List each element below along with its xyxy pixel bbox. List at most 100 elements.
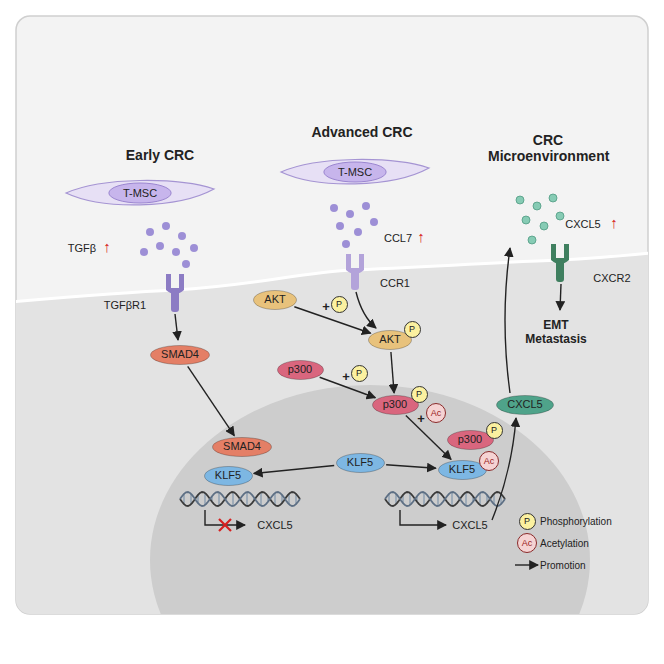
cell-body	[281, 159, 429, 183]
dna-rung	[465, 492, 467, 505]
phosphorylation-mark: P	[331, 296, 348, 313]
protein-oval: CXCL5	[496, 395, 554, 415]
section-title: Early CRC	[126, 147, 194, 163]
node-text: KLF5	[347, 456, 373, 468]
dna-rung	[437, 492, 439, 506]
illustration-part	[516, 196, 524, 204]
dna-rung	[274, 493, 276, 505]
dna-strand	[385, 492, 505, 506]
molecule-label: CXCL5	[452, 519, 487, 531]
edge-label: +	[322, 299, 330, 314]
illustration-part	[356, 292, 376, 328]
legend-text: Acetylation	[540, 538, 589, 549]
tgfb-ligands	[140, 222, 198, 268]
increase-arrow: ↑	[103, 238, 111, 255]
molecule-label: CXCR2	[593, 272, 630, 284]
cell-nucleus	[324, 162, 386, 182]
protein-oval: p300	[277, 360, 324, 380]
molecule-label: CCR1	[380, 277, 410, 289]
molecule-label: TGFβ	[68, 242, 96, 254]
edge-label: +	[417, 411, 425, 426]
illustration-part	[162, 222, 170, 230]
oval	[151, 346, 210, 365]
illustration-part	[528, 236, 536, 244]
illustration-part	[346, 210, 354, 218]
section-title: Advanced CRC	[311, 124, 412, 140]
node-text: AKT	[379, 333, 400, 345]
increase-arrow: ↑	[417, 228, 425, 245]
protein-oval: KLF5	[336, 453, 385, 473]
legend-text: Promotion	[540, 560, 586, 571]
acetylation-mark: Ac	[517, 533, 537, 553]
illustration-part	[549, 194, 557, 202]
arrow-connector	[386, 465, 436, 468]
cxcl5-ligands	[516, 194, 564, 244]
node-text: p300	[458, 433, 482, 445]
dna-rung	[204, 493, 206, 505]
outcome-label: EMT Metastasis	[516, 318, 596, 346]
dna-rung	[409, 493, 411, 505]
node-text: SMAD4	[161, 348, 199, 360]
arrow-connector	[294, 307, 370, 334]
section-title: CRC Microenvironment	[488, 132, 608, 164]
illustration-part	[400, 510, 446, 525]
dna-rung	[479, 493, 481, 505]
node-text: CXCL5	[507, 398, 542, 410]
illustration-part	[556, 260, 564, 282]
phosphorylation-mark: P	[519, 513, 536, 530]
illustration-part	[540, 222, 548, 230]
nucleus	[150, 385, 590, 614]
legend-arrow-sample	[515, 564, 538, 565]
protein-oval: KLF5	[204, 466, 253, 486]
phosphorylation-mark: P	[351, 365, 368, 382]
oval	[213, 438, 272, 457]
dna-strand	[385, 492, 505, 506]
illustration-part	[362, 202, 370, 210]
illustration-part	[172, 248, 180, 256]
acetylation-mark: Ac	[479, 451, 499, 471]
illustration-part	[556, 212, 564, 220]
oval	[497, 396, 554, 415]
dna-helix	[180, 492, 505, 506]
cell-shape: T-MSC	[65, 175, 215, 211]
node-text: KLF5	[215, 469, 241, 481]
illustration-part	[178, 232, 186, 240]
illustration-part	[336, 222, 344, 230]
illustration-part	[505, 248, 510, 393]
ccl7-ligands	[330, 202, 378, 248]
node-text: p300	[288, 363, 312, 375]
pathway-arrows	[175, 248, 561, 565]
block-cross	[219, 519, 231, 531]
node-text: AKT	[264, 293, 285, 305]
illustration-part	[171, 290, 179, 312]
cell-shape: T-MSC	[280, 154, 430, 190]
molecule-label: CXCL5	[565, 218, 600, 230]
illustration-part	[370, 218, 378, 226]
illustration-part	[354, 228, 362, 236]
node-text: KLF5	[449, 463, 475, 475]
protein-oval: SMAD4	[150, 345, 210, 365]
illustration-part	[190, 244, 198, 252]
phosphorylation-mark: P	[411, 386, 428, 403]
illustration-part	[522, 216, 530, 224]
illustration-part	[342, 240, 350, 248]
oval	[204, 467, 252, 486]
oval	[277, 361, 323, 380]
dna-strand	[180, 492, 300, 506]
dna-rung	[451, 492, 453, 506]
protein-oval: SMAD4	[212, 437, 272, 457]
molecule-label: CCL7	[384, 232, 412, 244]
dna-rung	[232, 492, 234, 506]
illustration-part	[16, 252, 648, 614]
illustration-part	[330, 204, 338, 212]
oval	[336, 454, 384, 473]
cxcr2-receptor	[551, 244, 569, 282]
illustration-part	[205, 510, 245, 525]
ccr1-receptor	[346, 254, 364, 290]
cell-nucleus	[109, 183, 171, 203]
illustration-part	[182, 260, 190, 268]
arrow-connector	[391, 352, 394, 393]
illustration-part	[533, 202, 541, 210]
dna-strand	[180, 492, 300, 506]
